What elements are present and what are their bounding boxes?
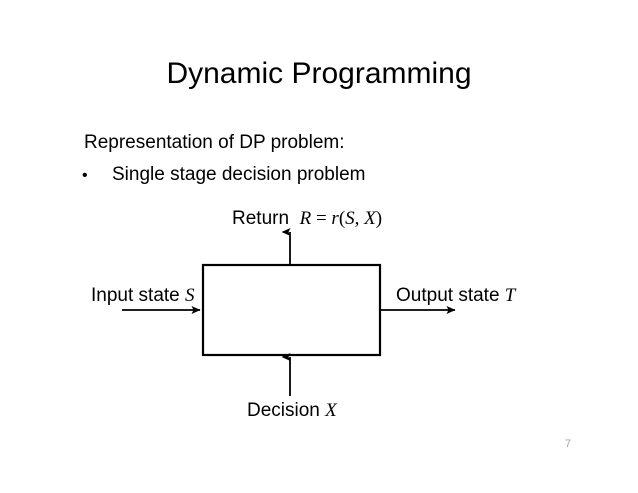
return-expr-close-paren: ) bbox=[375, 208, 383, 229]
return-expr-decision: X bbox=[364, 208, 376, 229]
return-expr-function: r bbox=[331, 208, 339, 229]
bullet-icon: • bbox=[82, 167, 88, 184]
input-state-label-prefix: Input state bbox=[91, 285, 180, 306]
page-title: Dynamic Programming bbox=[166, 57, 472, 90]
input-state-symbol: S bbox=[185, 285, 195, 306]
return-expr-comma: , bbox=[354, 208, 365, 229]
return-expr-open-paren: ( bbox=[338, 208, 346, 229]
return-label: Return R = r(S, X) bbox=[232, 208, 382, 230]
page-number: 7 bbox=[564, 438, 572, 450]
return-expr-r: R bbox=[299, 208, 312, 229]
return-label-expression: R = r(S, X) bbox=[300, 208, 383, 229]
input-state-label: Input state S bbox=[91, 285, 195, 307]
list-item-label: Single stage decision problem bbox=[112, 164, 366, 185]
output-state-label-prefix: Output state bbox=[396, 285, 500, 306]
list-item: • Single stage decision problem bbox=[82, 163, 366, 188]
decision-label: Decision X bbox=[247, 400, 337, 422]
return-expr-equals: = bbox=[311, 208, 332, 229]
process-block bbox=[201, 263, 382, 357]
return-expr-state: S bbox=[345, 208, 355, 229]
return-label-prefix: Return bbox=[232, 208, 290, 229]
output-state-label: Output state T bbox=[396, 285, 515, 307]
decision-symbol: X bbox=[325, 400, 337, 421]
body-lead-text: Representation of DP problem: bbox=[84, 132, 345, 153]
decision-label-prefix: Decision bbox=[247, 400, 320, 421]
output-state-symbol: T bbox=[504, 285, 516, 306]
